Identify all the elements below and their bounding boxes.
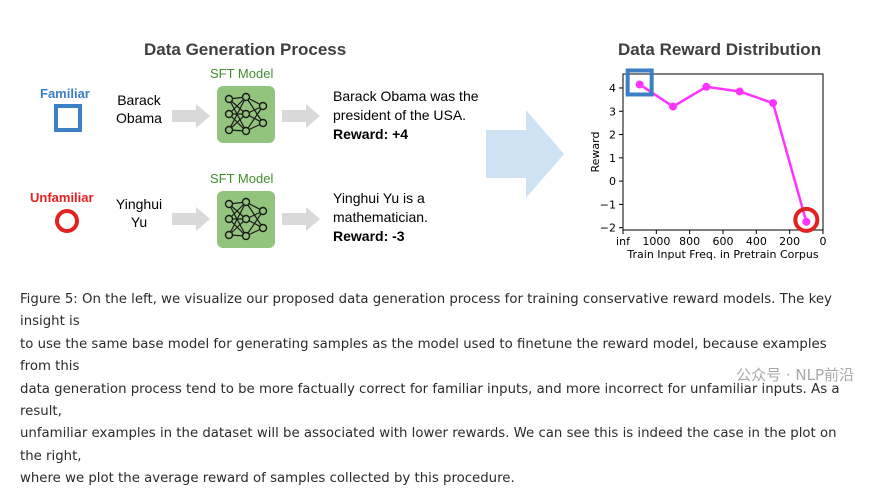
- familiar-model-label: SFT Model: [210, 66, 274, 81]
- familiar-reward: Reward: +4: [333, 126, 409, 142]
- unfamiliar-input-line-1: Yinghui: [115, 196, 163, 212]
- reward-chart: −2 −1 0 1 2 3 4 inf 1000 800 600 400 200 0 Reward Tra…: [589, 68, 827, 261]
- chart-y-axis-label: Reward: [589, 132, 602, 173]
- unfamiliar-output: Yinghui Yu is a mathematician. Reward: -…: [333, 189, 428, 246]
- chart-y-tick-label: 4: [609, 82, 616, 95]
- familiar-neural-network-icon: [217, 86, 275, 143]
- unfamiliar-model-label: SFT Model: [210, 171, 274, 186]
- chart-title: Data Reward Distribution: [618, 40, 822, 59]
- chart-x-tick-label: 400: [746, 235, 767, 248]
- chart-y-tick-label: 0: [609, 175, 616, 188]
- chart-x-tick-label: 0: [820, 235, 827, 248]
- chart-y-tick-label: 3: [609, 105, 616, 118]
- familiar-input: Barack Obama: [108, 91, 170, 127]
- familiar-output-line-1: Barack Obama was the: [333, 88, 479, 104]
- caption-line-1: Figure 5: On the left, we visualize our …: [20, 292, 832, 330]
- familiar-input-arrow-icon: [172, 104, 210, 128]
- familiar-square-icon: [54, 104, 82, 132]
- left-panel-title: Data Generation Process: [144, 40, 347, 59]
- caption-line-2: to use the same base model for generatin…: [20, 336, 827, 375]
- familiar-output-arrow-icon: [282, 104, 320, 128]
- chart-x-tick-label: 600: [713, 235, 734, 248]
- unfamiliar-output-arrow-icon: [282, 207, 320, 231]
- chart-x-tick-label: 200: [779, 235, 800, 248]
- familiar-input-line-2: Obama: [116, 110, 162, 126]
- unfamiliar-output-line-2: mathematician.: [333, 209, 428, 225]
- unfamiliar-label: Unfamiliar: [30, 190, 94, 205]
- chart-plot-frame: [622, 73, 824, 231]
- unfamiliar-neural-network-icon: [217, 191, 275, 248]
- caption-line-4: unfamiliar examples in the dataset will …: [20, 426, 837, 464]
- unfamiliar-input: Yinghui Yu: [108, 195, 170, 231]
- familiar-output: Barack Obama was the president of the US…: [333, 87, 479, 144]
- unfamiliar-highlight-circle: [793, 206, 820, 233]
- familiar-highlight-square: [625, 68, 654, 97]
- familiar-input-line-1: Barack: [117, 92, 161, 108]
- chart-data-point: [769, 99, 777, 108]
- chart-y-tick-label: −1: [600, 198, 616, 211]
- chart-data-point: [702, 82, 711, 91]
- familiar-label: Familiar: [40, 86, 90, 101]
- unfamiliar-output-line-1: Yinghui Yu is a: [333, 190, 425, 206]
- big-right-arrow-icon: [486, 110, 564, 198]
- chart-y-tick-label: −2: [600, 222, 616, 235]
- unfamiliar-input-line-2: Yu: [130, 214, 148, 230]
- unfamiliar-input-arrow-icon: [172, 207, 210, 231]
- figure-caption: Figure 5: On the left, we visualize our …: [20, 289, 860, 491]
- chart-x-tick-label: inf: [616, 235, 631, 248]
- chart-x-tick-label: 800: [679, 235, 700, 248]
- unfamiliar-reward: Reward: -3: [333, 228, 405, 244]
- chart-series-line: [638, 83, 808, 223]
- caption-line-5: where we plot the average reward of samp…: [20, 471, 515, 487]
- chart-data-point: [669, 102, 677, 111]
- chart-x-tick-label: 1000: [642, 235, 670, 248]
- unfamiliar-circle-icon: [55, 209, 79, 233]
- chart-data-point: [735, 87, 744, 96]
- chart-y-tick-label: 1: [609, 152, 616, 165]
- familiar-output-line-2: president of the USA.: [333, 107, 467, 123]
- chart-y-tick-label: 2: [609, 129, 616, 142]
- caption-line-3: data generation process tend to be more …: [20, 381, 840, 420]
- chart-data-point: [802, 217, 811, 226]
- watermark-text: 公众号 · NLP前沿: [736, 366, 854, 384]
- chart-data-point: [635, 80, 644, 89]
- chart-x-axis-label: Train Input Freq. in Pretrain Corpus: [626, 248, 818, 261]
